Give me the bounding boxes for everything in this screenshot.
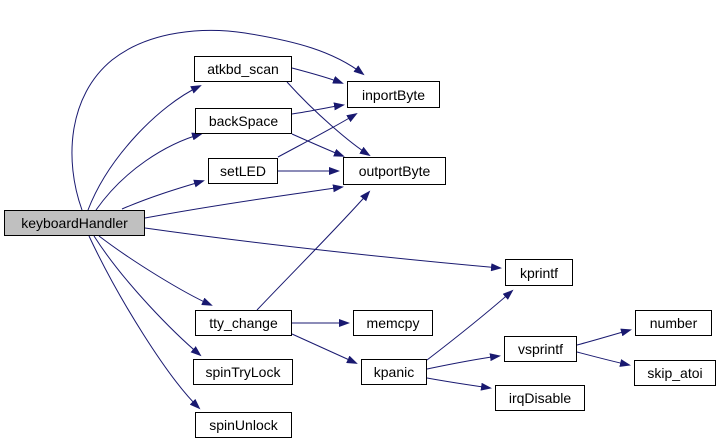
edge-kpanic-vsprintf (426, 353, 501, 370)
edge-atkbd_scan-inportByte (291, 67, 344, 84)
node-keyboardHandler[interactable]: keyboardHandler (4, 210, 145, 236)
node-inportByte[interactable]: inportByte (347, 81, 440, 108)
edge-keyboardHandler-inportByte (71, 29, 365, 211)
edge-kpanic-kprintf (426, 289, 514, 361)
edge-backSpace-outportByte (291, 133, 345, 157)
edge-keyboardHandler-tty_change (98, 235, 213, 306)
node-skip_atoi[interactable]: skip_atoi (634, 360, 716, 386)
edge-tty_change-kpanic (291, 333, 358, 364)
edge-keyboardHandler-outportByte (144, 184, 344, 219)
edge-atkbd_scan-outportByte (286, 81, 371, 157)
edge-backSpace-inportByte (291, 102, 345, 115)
edge-setLED-inportByte (277, 112, 358, 158)
edge-keyboardHandler-atkbd_scan (87, 85, 202, 211)
edge-tty_change-outportByte (256, 190, 371, 311)
node-irqDisable[interactable]: irqDisable (495, 385, 585, 411)
edge-vsprintf-skip_atoi (576, 351, 631, 367)
edge-keyboardHandler-backSpace (95, 132, 203, 211)
edge-keyboardHandler-kprintf (144, 227, 502, 272)
node-spinUnlock[interactable]: spinUnlock (195, 412, 292, 438)
node-vsprintf[interactable]: vsprintf (504, 336, 577, 362)
node-kpanic[interactable]: kpanic (361, 359, 427, 385)
node-memcpy[interactable]: memcpy (353, 310, 433, 336)
edge-kpanic-irqDisable (426, 377, 492, 391)
edge-vsprintf-number (576, 328, 632, 346)
node-atkbd_scan[interactable]: atkbd_scan (194, 56, 292, 82)
node-backSpace[interactable]: backSpace (195, 108, 292, 134)
node-outportByte[interactable]: outportByte (343, 157, 446, 185)
edge-keyboardHandler-spinUnlock (88, 235, 201, 410)
edge-keyboardHandler-spinTryLock (93, 235, 202, 357)
node-setLED[interactable]: setLED (208, 158, 278, 184)
node-tty_change[interactable]: tty_change (195, 310, 292, 336)
edge-keyboardHandler-setLED (121, 179, 205, 210)
node-kprintf[interactable]: kprintf (505, 259, 573, 286)
node-number[interactable]: number (635, 310, 712, 336)
node-spinTryLock[interactable]: spinTryLock (193, 359, 293, 385)
